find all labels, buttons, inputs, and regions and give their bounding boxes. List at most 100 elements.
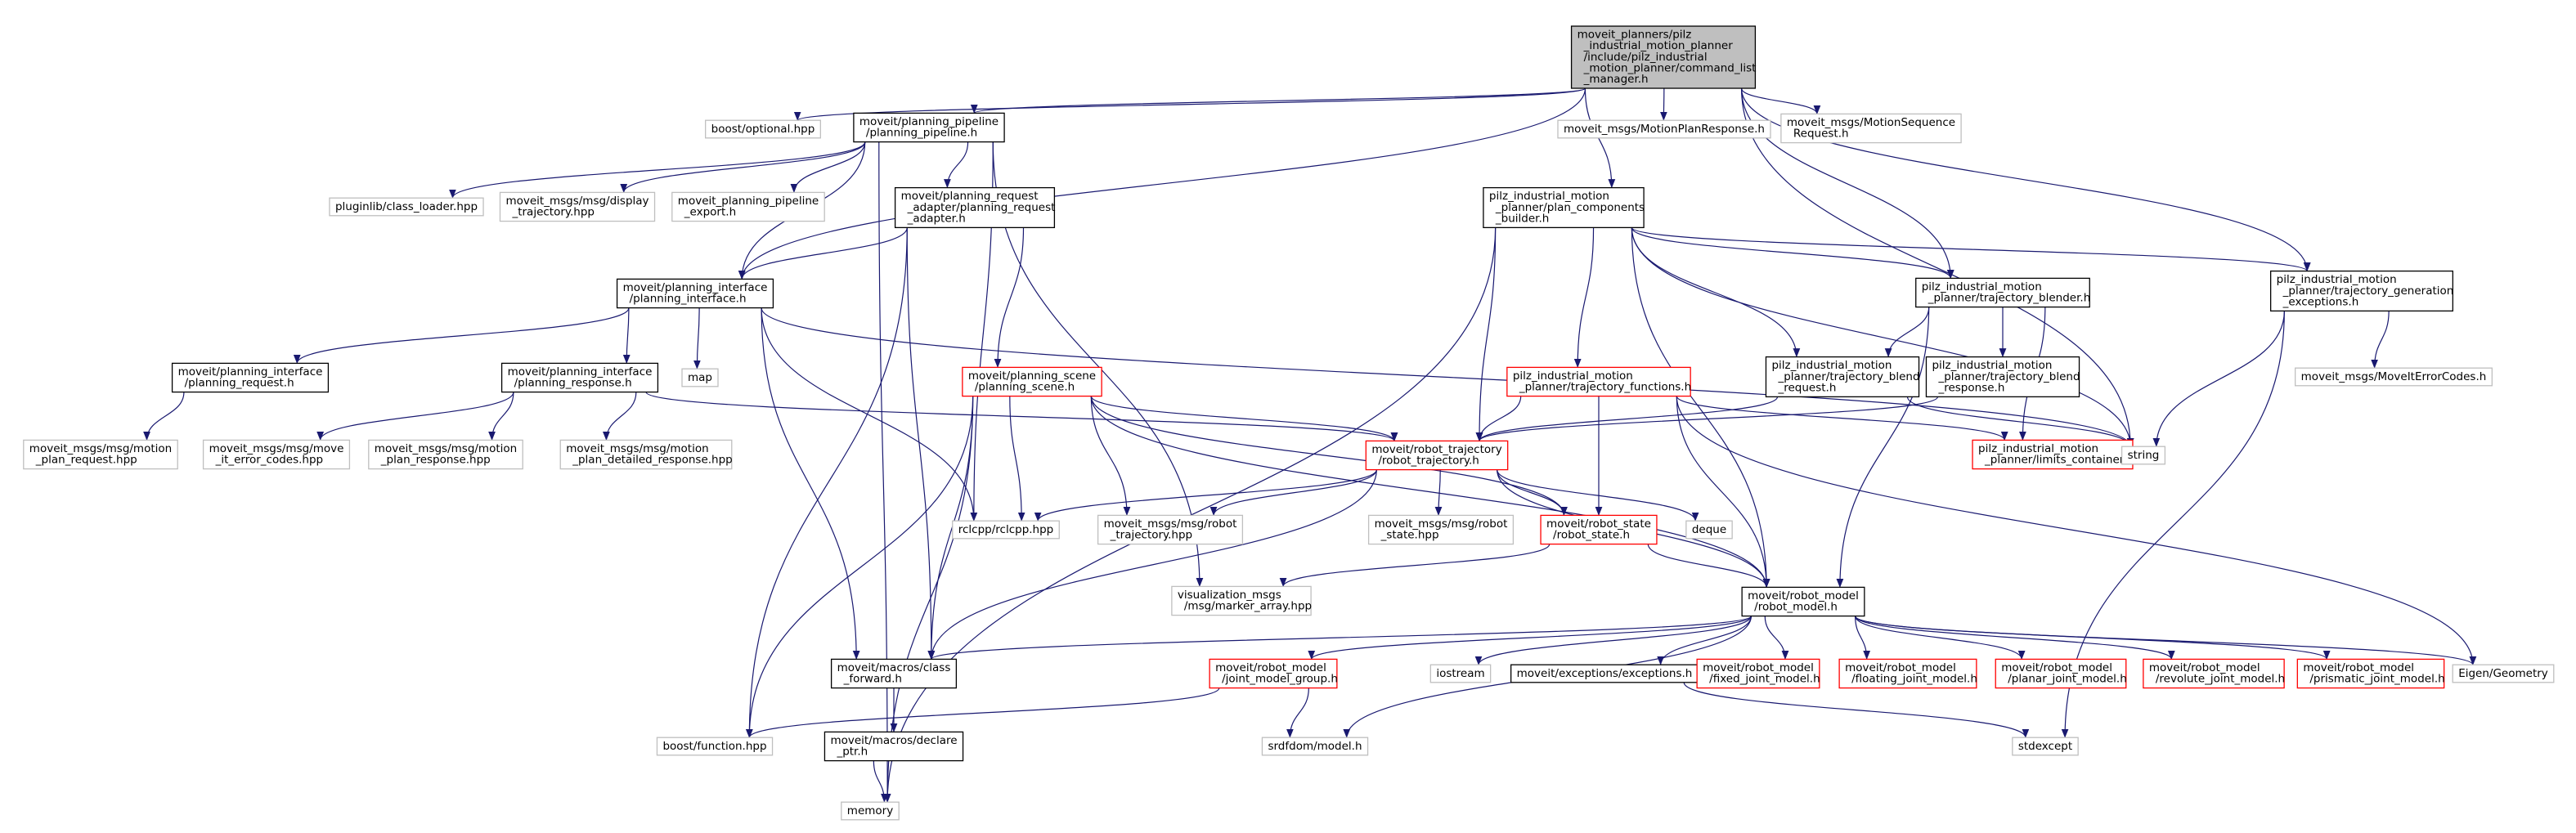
node-motion-plan-request-hpp: moveit_msgs/msg/motion_plan_request.hpp — [23, 439, 178, 470]
node-planning-scene[interactable]: moveit/planning_scene/planning_scene.h — [962, 366, 1102, 397]
node-label-line: /planning_response.h — [514, 377, 632, 390]
node-planning-response[interactable]: moveit/planning_interface/planning_respo… — [500, 362, 659, 393]
edge-trajectory-blend-request-to-string — [1906, 396, 2134, 447]
node-box — [824, 731, 964, 762]
node-planar-joint-model[interactable]: moveit/robot_model/planar_joint_model.h — [1995, 658, 2127, 689]
edge-planning-request-adapter-to-boost-function — [745, 227, 908, 738]
node-box — [681, 368, 719, 387]
node-planning-pipeline[interactable]: moveit/planning_pipeline/planning_pipeli… — [853, 112, 1005, 143]
node-floating-joint-model[interactable]: moveit/robot_model/floating_joint_model.… — [1838, 658, 1977, 689]
node-planning-request[interactable]: moveit/planning_interface/planning_reque… — [171, 362, 330, 393]
node-label-line: moveit_msgs/msg/move — [209, 442, 344, 455]
edge-robot-model-to-revolute-joint-model — [1855, 616, 2175, 660]
edge-trajectory-generation-exceptions-to-string — [2152, 311, 2285, 447]
node-trajectory-blender[interactable]: pilz_industrial_motion_planner/trajector… — [1915, 277, 2091, 308]
edge-planning-interface-to-string — [761, 307, 2134, 447]
node-robot-state[interactable]: moveit/robot_state/robot_state.h — [1540, 514, 1658, 545]
node-box — [2295, 367, 2493, 387]
edge-planning-interface-to-planning-request — [293, 307, 630, 364]
node-label-line: /joint_model_group.h — [1222, 673, 1338, 686]
edge-robot-state-to-marker-array — [1279, 544, 1551, 587]
node-label-line: moveit_planning_pipeline — [678, 195, 819, 208]
node-revolute-joint-model[interactable]: moveit/robot_model/revolute_joint_model.… — [2143, 658, 2285, 689]
node-boost-optional: boost/optional.hpp — [705, 119, 821, 139]
node-exceptions[interactable]: moveit/exceptions/exceptions.h — [1510, 664, 1699, 683]
node-label-line: _motion_planner/command_list — [1583, 61, 1757, 74]
edge-planning-request-to-motion-plan-request-hpp — [143, 392, 185, 441]
node-planning-interface[interactable]: moveit/planning_interface/planning_inter… — [616, 278, 774, 309]
node-label-line: /planning_interface.h — [630, 293, 747, 306]
node-label-line: _export.h — [684, 206, 736, 219]
node-label-line: _planner/trajectory_functions.h — [1519, 381, 1691, 394]
node-limits-container[interactable]: pilz_industrial_motion_planner/limits_co… — [1972, 439, 2134, 470]
node-label-line: moveit_msgs/msg/robot — [1104, 517, 1237, 531]
node-motion-plan-detailed-response-hpp: moveit_msgs/msg/motion_plan_detailed_res… — [559, 439, 733, 470]
edge-robot-model-to-exceptions — [1657, 616, 1752, 665]
node-trajectory-functions[interactable]: pilz_industrial_motion_planner/trajector… — [1506, 366, 1691, 397]
edge-planning-response-to-robot-trajectory — [645, 392, 1398, 441]
node-class-forward[interactable]: moveit/macros/class_forward.h — [830, 658, 958, 689]
edge-joint-model-group-to-boost-function — [746, 687, 1220, 738]
node-label-line: moveit/macros/class — [837, 661, 951, 674]
node-label-line: _state.hpp — [1380, 529, 1439, 542]
node-label-line: moveit_msgs/msg/motion — [566, 442, 708, 455]
node-box — [1696, 658, 1820, 689]
node-box — [368, 439, 523, 470]
node-motion-plan-response-h: moveit_msgs/MotionPlanResponse.h — [1557, 119, 1771, 139]
node-label-line: pluginlib/class_loader.hpp — [335, 200, 478, 213]
edge-trajectory-blender-to-robot-model — [1836, 307, 1930, 588]
edge-trajectory-blender-to-trajectory-blend-request — [1884, 307, 1930, 358]
edge-planning-interface-to-planning-response — [622, 307, 631, 364]
node-robot-trajectory[interactable]: moveit/robot_trajectory/robot_trajectory… — [1365, 440, 1509, 471]
node-label-line: /planning_request.h — [185, 377, 294, 390]
node-box — [1780, 113, 1962, 144]
node-label-line: _request.h — [1777, 381, 1836, 394]
node-box — [656, 737, 774, 756]
edge-robot-trajectory-to-robot-state — [1497, 469, 1568, 516]
edge-trajectory-functions-to-limits-container — [1676, 396, 2008, 441]
node-robot-model[interactable]: moveit/robot_model/robot_model.h — [1741, 586, 1865, 617]
node-plan-components-builder[interactable]: pilz_industrial_motion_planner/plan_comp… — [1483, 186, 1645, 229]
node-stdexcept: stdexcept — [2012, 737, 2079, 756]
node-planning-request-adapter[interactable]: moveit/planning_request_adapter/planning… — [894, 186, 1056, 229]
node-label-line: moveit/robot_state — [1546, 517, 1651, 531]
edge-robot-model-to-joint-model-group — [1308, 616, 1752, 660]
node-srdfdom-model: srdfdom/model.h — [1261, 737, 1369, 756]
node-box — [1741, 586, 1865, 617]
edge-planning-scene-to-robot-trajectory-msg — [1090, 396, 1131, 516]
node-label-line: _forward.h — [843, 673, 902, 686]
node-label-line: moveit/robot_model — [1748, 589, 1859, 602]
node-declare-ptr[interactable]: moveit/macros/declare_ptr.h — [824, 731, 964, 762]
node-box — [2143, 658, 2285, 689]
node-fixed-joint-model[interactable]: moveit/robot_model/fixed_joint_model.h — [1696, 658, 1820, 689]
node-trajectory-blend-response[interactable]: pilz_industrial_motion_planner/trajector… — [1925, 356, 2080, 398]
edge-planning-pipeline-to-display-trajectory — [620, 141, 866, 193]
edge-plan-components-builder-to-trajectory-blender — [1631, 227, 1954, 279]
node-joint-model-group[interactable]: moveit/robot_model/joint_model_group.h — [1209, 658, 1338, 689]
node-deque: deque — [1685, 520, 1733, 540]
node-label-line: rclcpp/rclcpp.hpp — [958, 523, 1054, 536]
node-label-line: moveit/robot_model — [2001, 661, 2112, 674]
edge-planning-scene-to-robot-trajectory — [1090, 396, 1398, 441]
edge-robot-model-to-eigen-geometry — [1855, 616, 2477, 665]
node-box — [1506, 366, 1691, 397]
node-trajectory-generation-exceptions[interactable]: pilz_industrial_motion_planner/trajector… — [2269, 270, 2454, 312]
node-label-line: moveit_msgs/MoveItErrorCodes.h — [2301, 370, 2487, 383]
node-label-line: Eigen/Geometry — [2458, 667, 2548, 680]
node-box — [962, 366, 1102, 397]
node-label-line: pilz_industrial_motion — [1489, 190, 1609, 203]
edge-planning-interface-to-map — [693, 307, 701, 369]
node-prismatic-joint-model[interactable]: moveit/robot_model/prismatic_joint_model… — [2296, 658, 2445, 689]
edge-planning-pipeline-to-memory — [878, 141, 891, 803]
node-label-line: pilz_industrial_motion — [1922, 280, 2042, 293]
node-label-line: moveit/robot_model — [2149, 661, 2260, 674]
node-class-loader: pluginlib/class_loader.hpp — [329, 197, 484, 217]
node-root[interactable]: moveit_planners/pilz_industrial_motion_p… — [1570, 25, 1757, 89]
node-label-line: moveit_msgs/msg/display — [505, 195, 648, 208]
edge-robot-model-to-planar-joint-model — [1855, 616, 2026, 660]
edge-trajectory-functions-to-robot-trajectory — [1475, 396, 1522, 441]
node-motion-plan-response-hpp: moveit_msgs/msg/motion_plan_response.hpp — [368, 439, 523, 470]
node-box — [2296, 658, 2445, 689]
node-trajectory-blend-request[interactable]: pilz_industrial_motion_planner/trajector… — [1765, 356, 1920, 398]
edge-plan-components-builder-to-trajectory-blend-request — [1631, 227, 1801, 358]
